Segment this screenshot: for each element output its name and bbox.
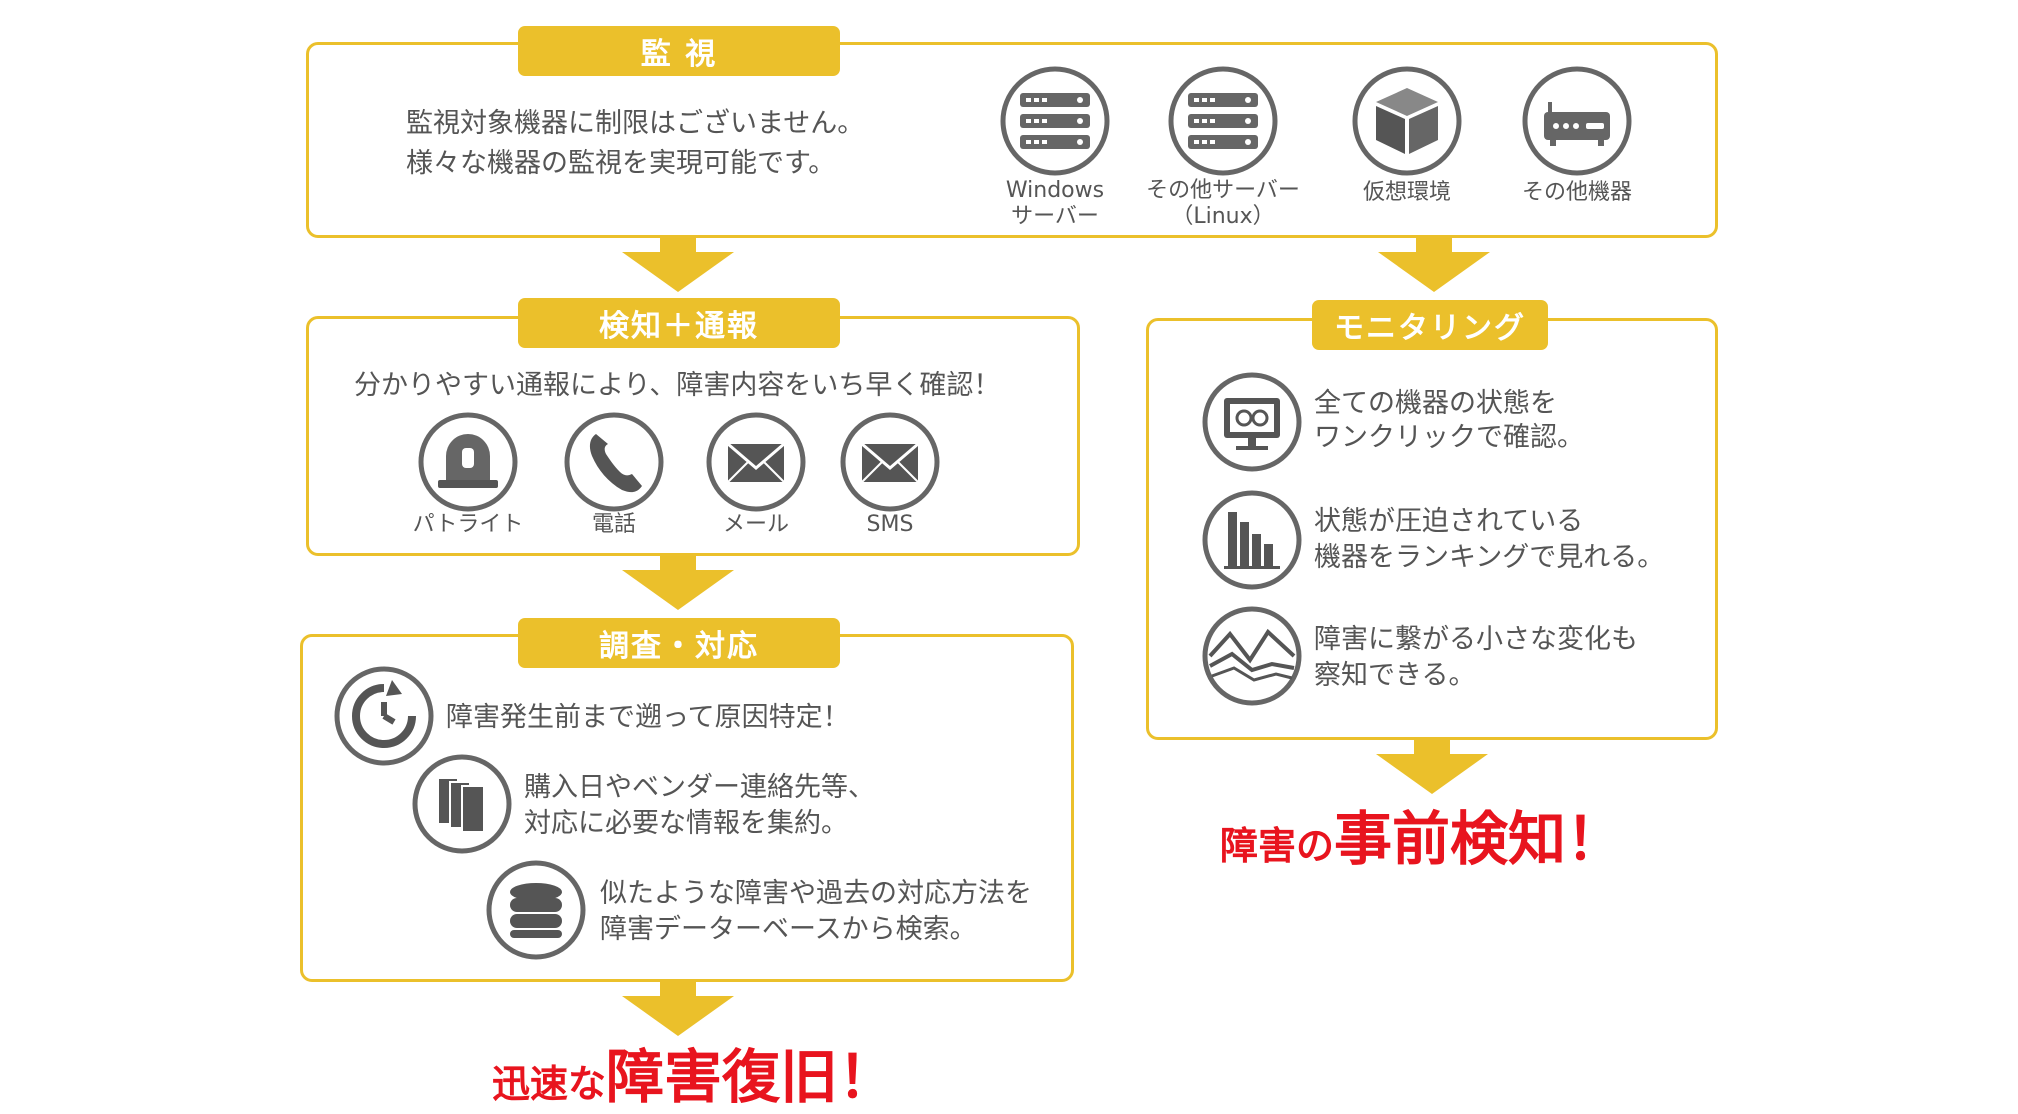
investigate-item-3-line-1: 似たような障害や過去の対応方法を (600, 878, 1032, 909)
sms-icon: SMS (840, 412, 940, 512)
investigate-item-1: 障害発生前まで遡って原因特定！ (446, 702, 850, 733)
server-linux-label-2: （Linux） (1171, 204, 1275, 229)
arrow-down-icon (1378, 236, 1490, 292)
patrol-light-icon (418, 412, 518, 512)
conclusion-recovery: 迅速な障害復旧！ (492, 1030, 896, 1114)
server-linux-label-1: その他サーバー (1146, 178, 1300, 203)
patrol-light-label: パトライト (412, 512, 524, 537)
monitor-icon (1202, 372, 1302, 472)
ranking-bar-icon (1202, 490, 1302, 590)
conclusion-early-small: 障害の (1220, 824, 1335, 868)
conclusion-recovery-big: 障害復旧！ (606, 1043, 897, 1111)
virtual-label: 仮想環境 (1362, 180, 1451, 205)
server-label: Windows サーバー (975, 178, 1135, 230)
router-icon (1522, 66, 1632, 176)
phone-label: 電話 (591, 512, 636, 537)
monitor-item-2-line-2: 機器をランキングで見れる。 (1314, 542, 1665, 573)
monitor-view-title: モニタリング (1312, 300, 1548, 350)
sms-label: SMS (866, 512, 914, 537)
investigate-item-2-line-2: 対応に必要な情報を集約。 (524, 808, 848, 839)
monitor-item-2-line-1: 状態が圧迫されている (1314, 506, 1584, 537)
monitoring-text-1: 監視対象機器に制限はございません。 (406, 108, 865, 139)
investigate-title: 調査・対応 (518, 618, 840, 668)
arrow-down-icon (622, 554, 734, 610)
server-label-1: Windows (1005, 178, 1105, 203)
arrow-down-icon (1376, 738, 1488, 794)
virtual-box-icon (1352, 66, 1462, 176)
detect-title: 検知＋通報 (518, 298, 840, 348)
server-linux-icon (1168, 66, 1278, 176)
clock-history-icon (334, 666, 434, 766)
monitoring-text-2: 様々な機器の監視を実現可能です。 (406, 148, 836, 179)
sms-badge: SMS (876, 431, 905, 446)
server-label-2: サーバー (1011, 204, 1099, 229)
conclusion-early-detection: 障害の事前検知！ (1220, 792, 1624, 876)
database-icon (486, 860, 586, 960)
monitor-item-3-line-1: 障害に繋がる小さな変化も (1314, 624, 1638, 655)
arrow-down-icon (622, 236, 734, 292)
detect-text: 分かりやすい通報により、障害内容をいち早く確認！ (354, 370, 1001, 401)
monitor-item-1-line-2: ワンクリックで確認。 (1314, 422, 1584, 453)
monitor-item-1-line-1: 全ての機器の状態を (1314, 388, 1557, 419)
conclusion-early-big: 事前検知！ (1334, 805, 1625, 873)
mail-icon (706, 412, 806, 512)
phone-icon (564, 412, 664, 512)
router-label: その他機器 (1521, 180, 1632, 205)
investigate-item-3-line-2: 障害データーベースから検索。 (600, 914, 977, 945)
monitoring-title: 監 視 (518, 26, 840, 76)
investigate-item-2-line-1: 購入日やベンダー連絡先等、 (524, 772, 875, 803)
arrow-down-icon (622, 980, 734, 1036)
monitor-item-3-line-2: 察知できる。 (1314, 660, 1476, 691)
mail-label: メール (722, 512, 789, 537)
documents-icon (412, 754, 512, 854)
server-linux-label: その他サーバー （Linux） (1143, 178, 1303, 230)
line-graph-icon (1202, 606, 1302, 706)
server-icon (1000, 66, 1110, 176)
conclusion-recovery-small: 迅速な (492, 1062, 607, 1106)
